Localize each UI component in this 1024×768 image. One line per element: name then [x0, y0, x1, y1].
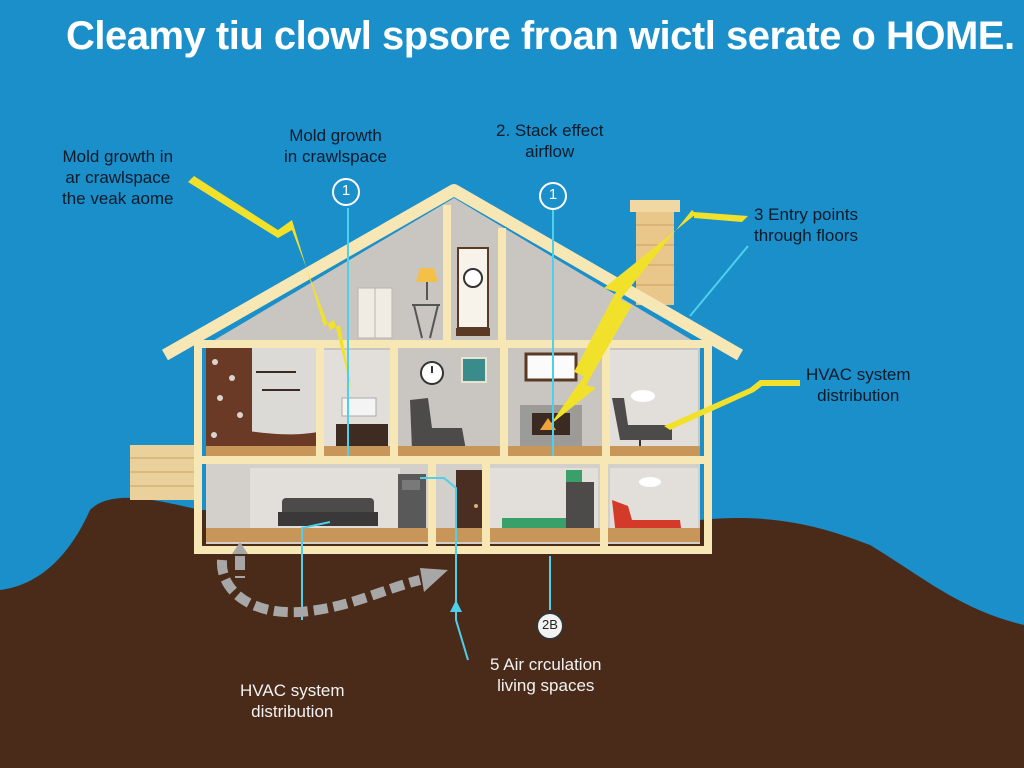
page-title: Cleamy tiu clowl spsore froan wictl sera…: [66, 14, 1015, 58]
brick-wall: [130, 445, 194, 500]
picture-frame-icon: [461, 357, 487, 383]
yellow-arrows: [188, 176, 800, 430]
desk-icon: [336, 397, 388, 450]
callout-hvac-bottom: HVAC system distribution: [240, 681, 345, 721]
cloud-decal-icon: [631, 390, 655, 402]
sofa-icon: [278, 498, 378, 526]
yellow-arrow-entry-icon: [694, 212, 748, 222]
yellow-arrow-hvac-icon: [664, 380, 800, 430]
house-frame: [194, 340, 712, 554]
grandfather-clock-icon: [456, 247, 490, 336]
airflow-arrowhead-up-icon: [232, 542, 248, 554]
callout-mold-attic: Mold growth in crawlspace: [284, 126, 387, 166]
airflow-arrows: [216, 556, 422, 618]
airflow-arrowhead-icon: [420, 568, 448, 592]
marker-circle-1b: [539, 182, 567, 210]
cloud-decal-icon-2: [639, 477, 661, 487]
callout-air-circulation: 5 Air crculation living spaces: [490, 655, 602, 695]
attic-interior: [206, 198, 700, 345]
marker-1a: 1: [341, 182, 351, 199]
wall-clock-icon: [420, 361, 444, 385]
upper-floorboards: [206, 446, 700, 458]
mold-wall-icon: [206, 348, 318, 458]
fireplace-icon: [520, 405, 582, 450]
lower-floorboards: [206, 528, 700, 542]
marker-circle-2b: [536, 612, 564, 640]
callout-mold-crawlspace-left: Mold growth in ar crawlspace the veak ao…: [62, 147, 174, 208]
lamp-icon: [412, 268, 440, 339]
blue-arrowhead-icon: [450, 600, 462, 612]
callout-stack-effect: 2. Stack effect airflow: [496, 121, 604, 161]
marker-circle-1a: [332, 178, 360, 206]
attic-studs: [443, 205, 506, 345]
callout-entry-points: 3 Entry points through floors: [754, 205, 858, 245]
callout-hvac-right: HVAC system distribution: [806, 365, 911, 405]
blue-pointer-lines: [301, 208, 749, 661]
yellow-arrow-stack-icon: [550, 210, 696, 425]
marker-1b: 1: [548, 186, 558, 203]
marker-2b: 2B: [542, 617, 558, 632]
red-chair-icon: [612, 500, 682, 536]
attic-curtain-window: [357, 287, 393, 339]
roof: [162, 184, 743, 361]
tv-icon: [524, 352, 578, 382]
armchair-icon: [410, 398, 466, 450]
ground: [0, 497, 1024, 768]
